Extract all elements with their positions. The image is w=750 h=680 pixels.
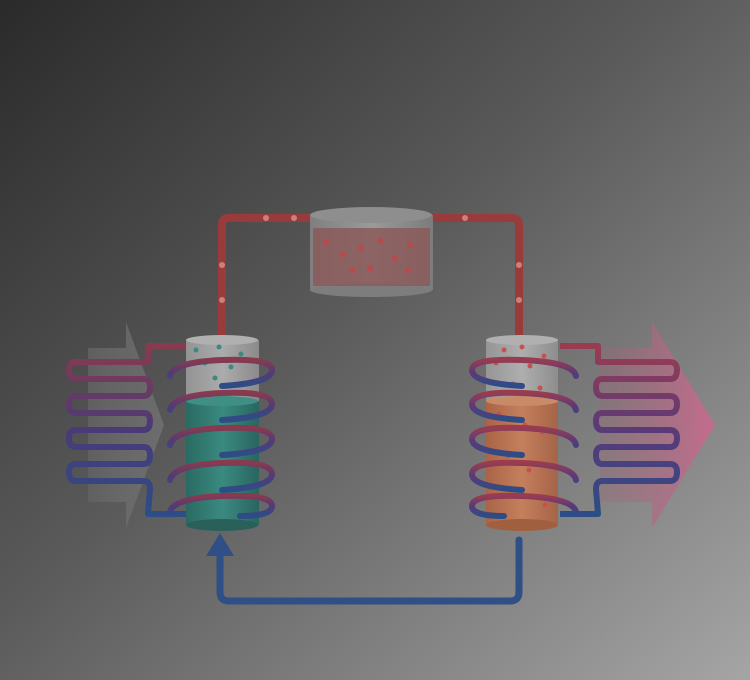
return-arrowhead	[206, 533, 234, 556]
expansion-return-pipe	[206, 533, 523, 605]
compressor-tank	[310, 207, 433, 297]
inflow-arrow	[88, 322, 164, 528]
condenser-radiator	[560, 343, 680, 517]
evaporator-radiator	[66, 343, 186, 517]
hot-pipe-particles	[219, 215, 522, 303]
condenser-coil	[468, 356, 579, 519]
outflow-arrow	[600, 322, 715, 528]
evaporator-coil	[167, 356, 276, 519]
compressor-particles	[323, 238, 413, 273]
